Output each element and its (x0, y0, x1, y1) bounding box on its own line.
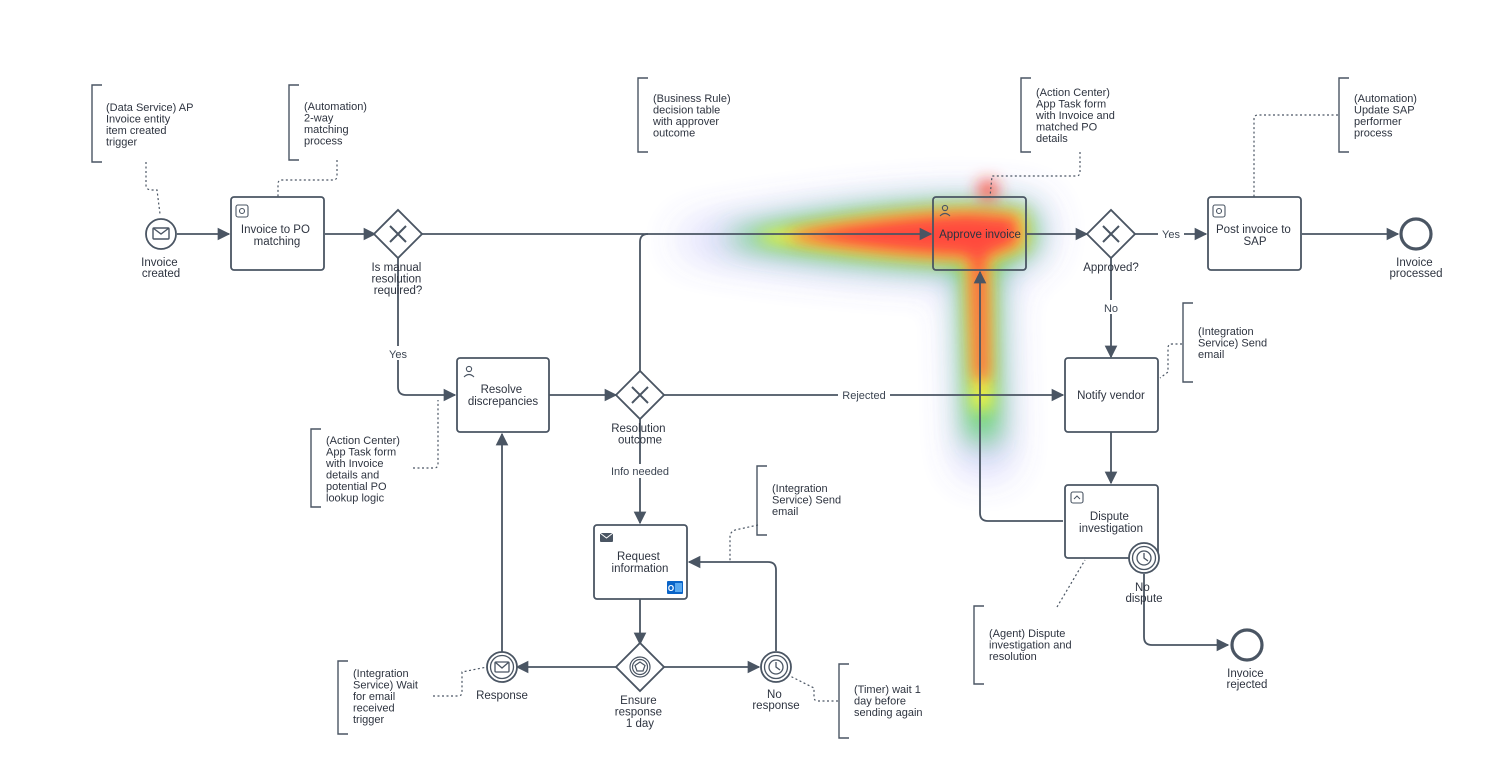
edge-label-yes-approved: Yes (1162, 229, 1180, 241)
task-request-information[interactable]: Request information O (593, 524, 688, 600)
agent-icon (1070, 491, 1084, 504)
annotation-texts: (Data Service) AP Invoice entity item cr… (106, 87, 1420, 726)
annotation-action-center-approve: (Action Center) App Task form with Invoi… (1035, 87, 1118, 145)
annotation-integration-notify: (Integration Service) Send email (1198, 326, 1270, 361)
svg-text:Invoice processed: Invoice processed (1389, 257, 1442, 280)
heatmap-overlay (680, 180, 1045, 470)
svg-text:No dispute: No dispute (1125, 582, 1162, 605)
svg-text:Dispute investigation: Dispute investigation (1079, 511, 1143, 535)
annotation-brackets (91, 77, 1349, 739)
task-approve-invoice[interactable]: Approve invoice (932, 196, 1027, 271)
svg-text:Approve invoice: Approve invoice (939, 229, 1021, 241)
svg-text:Invoice created: Invoice created (141, 257, 181, 280)
svg-text:No response: No response (752, 689, 799, 712)
task-notify-vendor[interactable]: Notify vendor (1064, 357, 1159, 433)
sequence-flows (177, 227, 1400, 674)
gear-icon (235, 204, 249, 218)
task-invoice-to-po-matching[interactable]: Invoice to PO matching (230, 196, 325, 271)
annotation-associations (145, 114, 1338, 702)
annotation-data-service-trigger: (Data Service) AP Invoice entity item cr… (106, 102, 196, 149)
x-icon (1102, 225, 1120, 243)
annotation-automation-sap: (Automation) Update SAP performer proces… (1354, 93, 1420, 140)
svg-text:Is manual resolution: Is manual resolution required? (371, 262, 424, 297)
annotation-business-rule: (Business Rule) decision table with appr… (652, 93, 734, 140)
envelope-icon (494, 661, 510, 673)
envelope-filled-icon (599, 532, 614, 542)
svg-text:Post invoice to SAP: Post invoice to SAP (1216, 224, 1294, 248)
gateway-resolution-outcome[interactable]: Resolution outcome (611, 369, 669, 447)
edge-label-no-approved: No (1104, 303, 1118, 315)
annotation-integration-request: (Integration Service) Send email (772, 483, 844, 518)
svg-text:Notify vendor: Notify vendor (1077, 390, 1145, 402)
envelope-icon (152, 227, 170, 240)
user-icon (463, 365, 475, 378)
intermediate-event-response[interactable]: Response (476, 651, 528, 702)
user-icon (939, 204, 951, 217)
edge-label-yes-manual: Yes (389, 349, 407, 361)
svg-text:Resolve discrepancies: Resolve discrepancies (468, 384, 539, 408)
svg-text:Invoice to PO matching: Invoice to PO matching (241, 224, 313, 248)
svg-text:Invoice rejected: Invoice rejected (1227, 668, 1268, 691)
annotation-integration-wait: (Integration Service) Wait for email rec… (353, 668, 421, 726)
edge-label-rejected: Rejected (842, 390, 885, 402)
end-event-invoice-rejected[interactable]: Invoice rejected (1227, 628, 1268, 691)
annotation-action-center-resolve: (Action Center) App Task form with Invoi… (325, 435, 403, 505)
task-resolve-discrepancies[interactable]: Resolve discrepancies (456, 357, 550, 433)
intermediate-event-no-response[interactable]: No response (752, 651, 800, 712)
clock-icon (768, 659, 784, 675)
annotation-timer: (Timer) wait 1 day before sending again (854, 684, 924, 719)
task-dispute-investigation[interactable]: Dispute investigation (1064, 484, 1159, 559)
svg-text:O: O (668, 584, 674, 593)
annotation-automation-matching: (Automation) 2-way matching process (304, 101, 370, 148)
edge-labels: Yes Yes No Rejected Info needed (386, 227, 1184, 478)
task-post-invoice-to-sap[interactable]: Post invoice to SAP (1207, 196, 1302, 271)
svg-text:Ensure response 1: Ensure response 1 day (615, 695, 666, 730)
gateway-ensure-response[interactable]: Ensure response 1 day (614, 641, 666, 730)
gateway-approved[interactable]: Approved? (1083, 208, 1139, 274)
end-event-invoice-processed[interactable]: Invoice processed (1389, 217, 1443, 280)
edge-label-info-needed: Info needed (611, 466, 669, 478)
event-based-gateway-icon (629, 656, 651, 678)
x-icon (389, 225, 407, 243)
svg-text:Approved?: Approved? (1083, 262, 1139, 274)
clock-icon (1136, 550, 1152, 566)
gear-icon (1212, 204, 1226, 218)
boundary-timer-no-dispute[interactable]: No dispute (1125, 542, 1163, 605)
start-event-invoice-created[interactable]: Invoice created (141, 218, 181, 280)
svg-text:Request information: Request information (612, 551, 669, 575)
gateway-manual-resolution[interactable]: Is manual resolution required? (371, 208, 424, 297)
annotation-agent-dispute: (Agent) Dispute investigation and resolu… (989, 628, 1075, 663)
x-icon (631, 386, 649, 404)
svg-text:Resolution outcome: Resolution outcome (611, 423, 669, 447)
svg-text:Response: Response (476, 690, 528, 702)
outlook-icon: O (667, 581, 683, 594)
